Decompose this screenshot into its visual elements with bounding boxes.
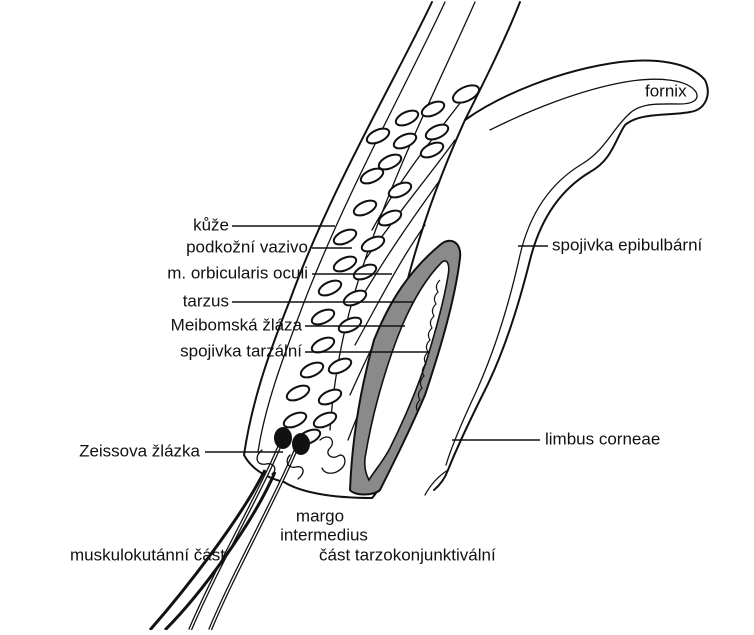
gland-oval [317, 386, 344, 407]
label-spojivka-tarzalni: spojivka tarzální [180, 341, 302, 360]
label-meibom: Meibomská žláza [171, 315, 303, 334]
label-spojivka-epibulbarni: spojivka epibulbární [552, 235, 703, 254]
label-kuze: kůže [193, 215, 229, 234]
gland-oval [360, 233, 387, 254]
gland-oval [424, 121, 451, 142]
gland-oval [312, 409, 339, 430]
label-muskulokutanni: muskulokutánní část [70, 545, 225, 564]
gland-oval [365, 125, 392, 146]
zeiss-gland [274, 427, 292, 449]
label-orbicularis: m. orbicularis oculi [167, 263, 308, 282]
gland-oval [377, 207, 404, 228]
gland-oval [394, 107, 421, 128]
gland-oval [327, 355, 354, 376]
label-limbus: limbus corneae [545, 429, 660, 448]
gland-oval [420, 98, 447, 119]
gland-oval [332, 226, 359, 247]
margin-gland [320, 437, 345, 473]
gland-oval [342, 287, 369, 308]
gland-oval [282, 409, 309, 430]
label-fornix: fornix [645, 81, 687, 100]
label-zeiss: Zeissova žlázka [79, 441, 200, 460]
lash-follicle [287, 455, 303, 479]
gland-oval [392, 130, 419, 151]
gland-oval [299, 359, 326, 380]
label-tarzus: tarzus [183, 291, 229, 310]
fornix-outer [434, 61, 708, 490]
fornix-inner [446, 79, 697, 465]
gland-oval [352, 197, 379, 218]
gland-oval [310, 306, 337, 327]
gland-oval [450, 82, 481, 107]
label-tarzokonjunktivalni: část tarzokonjunktivální [319, 545, 496, 564]
gland-oval [337, 314, 364, 335]
gland-oval [317, 277, 344, 298]
label-podkozni: podkožní vazivo [186, 237, 308, 256]
gland-oval [332, 253, 359, 274]
label-intermedius: intermedius [280, 525, 368, 544]
zeiss-gland [292, 433, 310, 455]
gland-oval [352, 261, 379, 282]
gland-oval [387, 179, 414, 200]
limbus-corneae-point [425, 470, 448, 495]
gland-oval [285, 382, 312, 403]
label-margo: margo [296, 506, 344, 525]
